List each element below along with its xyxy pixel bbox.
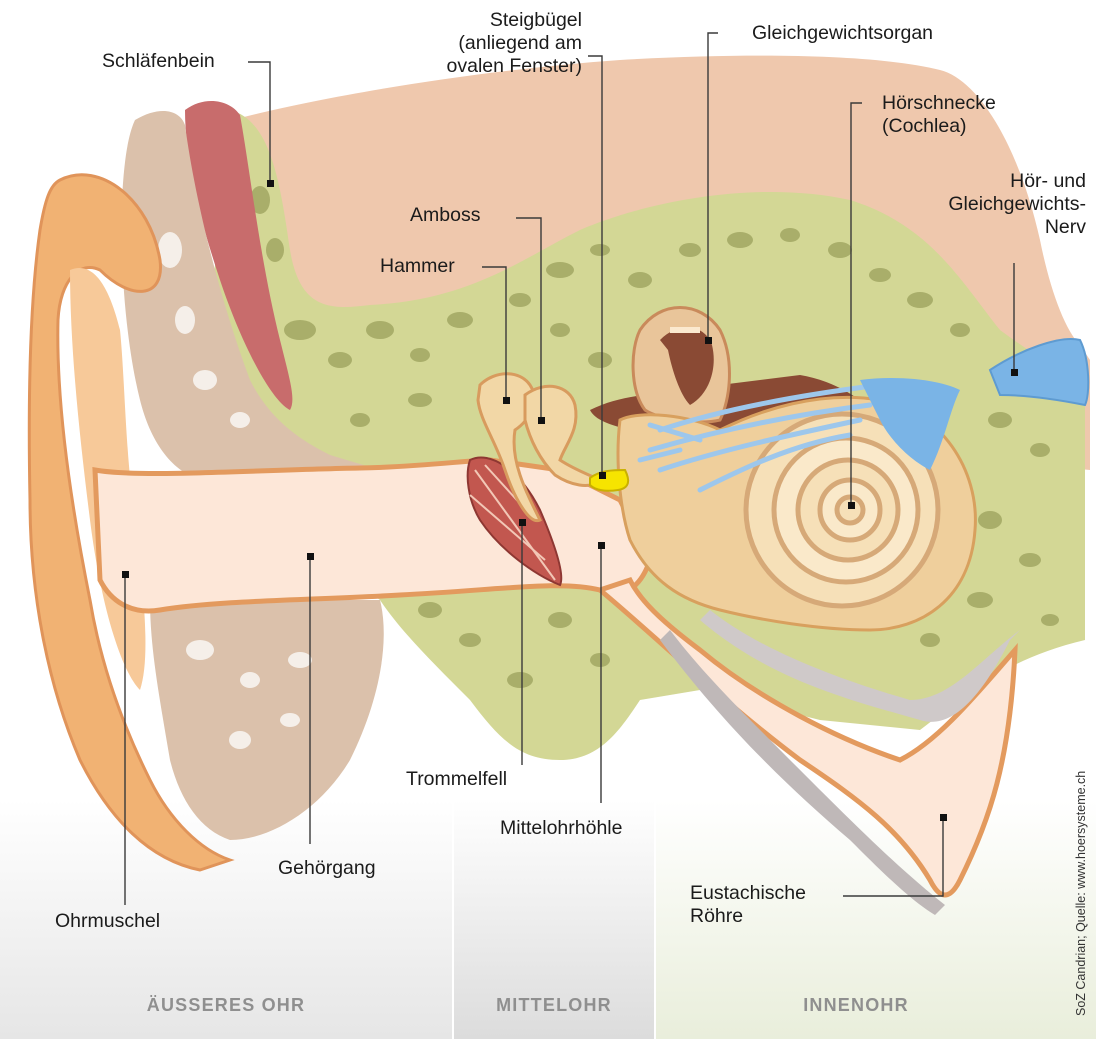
label-hoerschnecke: Hörschnecke (Cochlea): [882, 92, 996, 138]
label-eustachische-roehre: Eustachische Röhre: [690, 882, 806, 928]
label-steigbuegel: Steigbügel (anliegend am ovalen Fenster): [380, 9, 582, 78]
label-mittelohrhoehle: Mittelohrhöhle: [500, 817, 622, 840]
label-trommelfell: Trommelfell: [406, 768, 507, 791]
label-ohrmuschel: Ohrmuschel: [55, 910, 160, 933]
label-eustachische-line-2: Röhre: [690, 905, 806, 928]
label-steigbuegel-line-1: Steigbügel: [380, 9, 582, 32]
label-hammer: Hammer: [380, 255, 455, 278]
label-hoerschnecke-line-1: Hörschnecke: [882, 92, 996, 115]
label-schlaefenbein: Schläfenbein: [102, 50, 215, 73]
label-hoerschnecke-line-2: (Cochlea): [882, 115, 996, 138]
section-label-middle-ear: MITTELOHR: [454, 995, 654, 1016]
label-nerv-line-1: Hör- und: [900, 170, 1086, 193]
label-nerv-line-3: Nerv: [900, 216, 1086, 239]
label-gehoergang: Gehörgang: [278, 857, 376, 880]
source-credit: SoZ Candrian; Quelle: www.hoersysteme.ch: [1074, 771, 1088, 1016]
label-amboss: Amboss: [410, 204, 480, 227]
label-eustachische-line-1: Eustachische: [690, 882, 806, 905]
label-gleichgewichtsorgan: Gleichgewichtsorgan: [752, 22, 933, 45]
section-label-outer-ear: ÄUSSERES OHR: [0, 995, 452, 1016]
section-label-inner-ear: INNENOHR: [656, 995, 1056, 1016]
label-nerv-line-2: Gleichgewichts-: [900, 193, 1086, 216]
label-steigbuegel-line-2: (anliegend am: [380, 32, 582, 55]
label-steigbuegel-line-3: ovalen Fenster): [380, 55, 582, 78]
label-nerv: Hör- und Gleichgewichts- Nerv: [900, 170, 1086, 239]
